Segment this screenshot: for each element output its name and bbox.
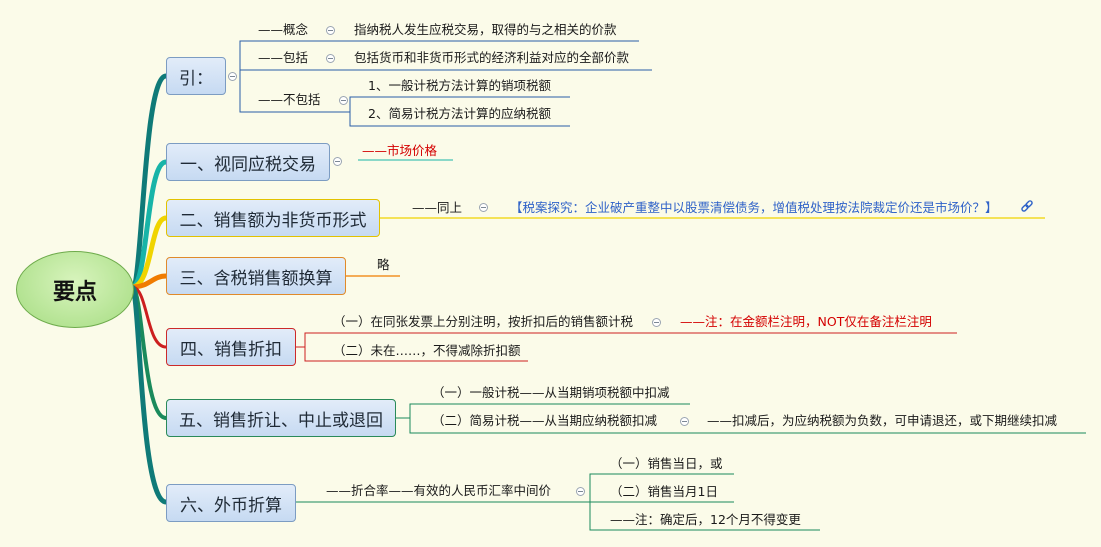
branch-foreign-currency[interactable]: 六、外币折算	[166, 484, 296, 522]
omitted-label: 略	[377, 257, 390, 272]
collapse-icon[interactable]	[576, 487, 585, 496]
concept-detail: 指纳税人发生应税交易，取得的与之相关的价款	[354, 22, 617, 37]
branch-allowance-return[interactable]: 五、销售折让、中止或退回	[166, 399, 396, 437]
exclude-label: ——不包括	[258, 92, 321, 107]
include-label: ——包括	[258, 50, 309, 65]
collapse-icon[interactable]	[326, 26, 335, 35]
branch-sales-discount[interactable]: 四、销售折扣	[166, 328, 296, 366]
collapse-icon[interactable]	[339, 96, 348, 105]
allowance-note: ——扣减后，为应纳税额为负数，可申请退还，或下期继续扣减	[707, 413, 1058, 428]
allowance-item-2: （二）简易计税——从当期应纳税额扣减	[432, 413, 658, 428]
currency-item-2: （二）销售当月1日	[610, 484, 718, 499]
branch-foreign-currency-label: 六、外币折算	[180, 495, 282, 516]
concept-label: ——概念	[258, 22, 309, 37]
exclude-item-1: 1、一般计税方法计算的销项税额	[368, 78, 551, 93]
branch-deemed-taxable[interactable]: 一、视同应税交易	[166, 143, 330, 181]
include-detail: 包括货币和非货币形式的经济利益对应的全部价款	[354, 50, 630, 65]
link-icon[interactable]	[1020, 200, 1034, 214]
currency-item-1: （一）销售当日，或	[610, 456, 723, 471]
branch-allowance-return-label: 五、销售折让、中止或退回	[179, 410, 383, 431]
branch-deemed-taxable-label: 一、视同应税交易	[180, 154, 316, 175]
currency-note: ——注：确定后，12个月不得变更	[610, 512, 801, 527]
collapse-icon[interactable]	[680, 417, 689, 426]
branch-tax-inclusive-conversion[interactable]: 三、含税销售额换算	[166, 257, 346, 295]
market-price-label: ——市场价格	[362, 143, 438, 158]
case-study-link[interactable]: 【税案探究：企业破产重整中以股票清偿债务，增值税处理按法院裁定价还是市场价？】	[510, 200, 998, 215]
discount-item-2: （二）未在……，不得减除折扣额	[333, 343, 521, 358]
allowance-item-1: （一）一般计税——从当期销项税额中扣减	[432, 385, 670, 400]
discount-item-1: （一）在同张发票上分别注明，按折扣后的销售额计税	[333, 314, 634, 329]
exchange-rate-label: ——折合率——有效的人民币汇率中间价	[326, 483, 552, 498]
root-label: 要点	[52, 279, 97, 305]
branch-tax-inclusive-conversion-label: 三、含税销售额换算	[179, 268, 333, 289]
branch-intro[interactable]: 引：	[166, 57, 226, 95]
same-as-above-label: ——同上	[412, 200, 463, 215]
branch-sales-discount-label: 四、销售折扣	[180, 339, 282, 360]
branch-non-monetary[interactable]: 二、销售额为非货币形式	[166, 199, 380, 237]
branch-non-monetary-label: 二、销售额为非货币形式	[179, 210, 367, 231]
collapse-icon[interactable]	[479, 203, 488, 212]
root-node[interactable]: 要点	[16, 251, 134, 328]
collapse-icon[interactable]	[652, 318, 661, 327]
branch-intro-label: 引：	[179, 68, 213, 89]
collapse-icon[interactable]	[228, 72, 237, 81]
exclude-item-2: 2、简易计税方法计算的应纳税额	[368, 106, 551, 121]
collapse-icon[interactable]	[326, 54, 335, 63]
discount-note: ——注：在金额栏注明，NOT仅在备注栏注明	[680, 314, 932, 329]
collapse-icon[interactable]	[333, 157, 342, 166]
